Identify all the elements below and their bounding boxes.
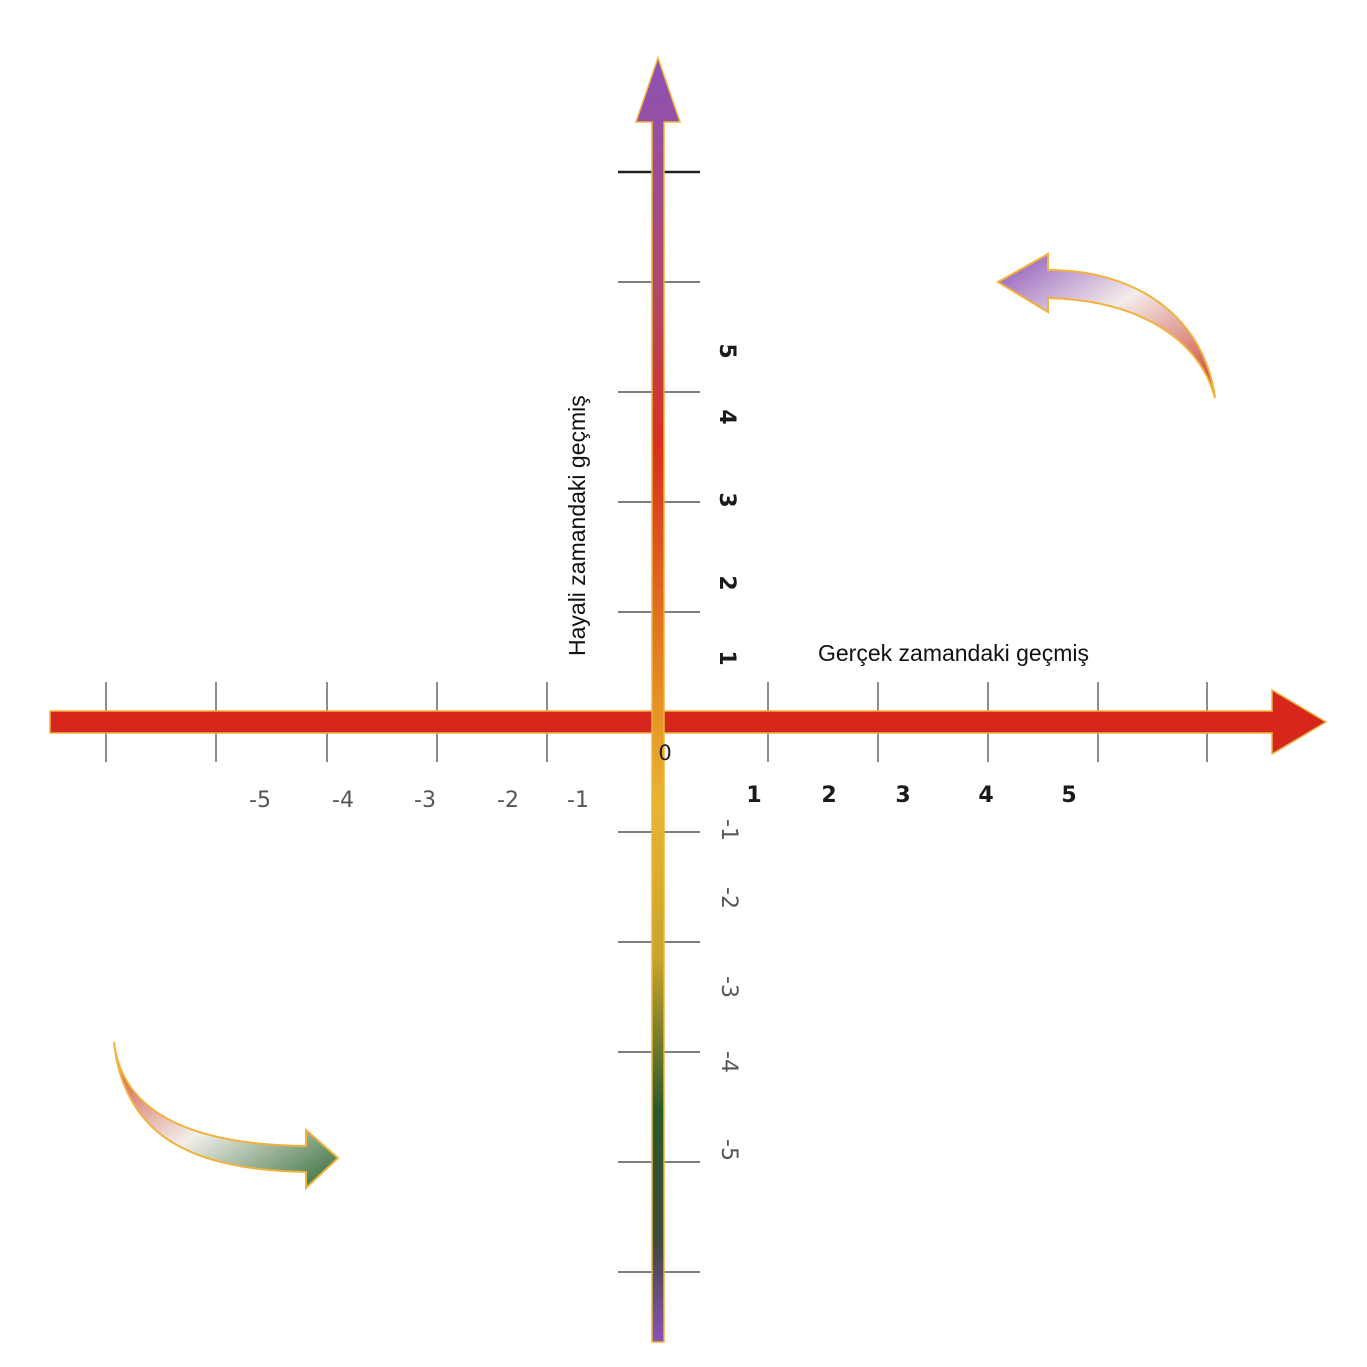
y-positive-labels: 1 2 3 4 5 [714,343,739,665]
curved-arrow-top-icon [996,252,1216,399]
x-negative-labels: -5 -4 -3 -2 -1 [249,788,589,813]
y-tick-label-2: 2 [714,575,739,590]
x-positive-labels: 1 2 3 4 5 [746,783,1076,808]
real-axis-caption: Gerçek zamandaki geçmiş [818,640,1089,666]
x-tick-label-2: 2 [821,783,836,808]
x-tick-label-neg5: -5 [249,788,271,813]
real-axis-arrow [49,688,1328,756]
y-tick-label-neg3: -3 [716,976,741,998]
y-tick-label-neg2: -2 [716,887,741,909]
y-tick-label-5: 5 [714,343,739,358]
origin-label: 0 [658,741,671,765]
x-tick-label-neg3: -3 [414,788,436,813]
curved-arrow-bottom-icon [113,1041,340,1191]
x-tick-label-neg4: -4 [332,788,354,813]
y-tick-label-neg4: -4 [716,1051,741,1073]
x-tick-label-4: 4 [978,783,993,808]
x-tick-label-3: 3 [895,783,910,808]
x-tick-label-neg2: -2 [497,788,519,813]
x-tick-label-1: 1 [746,783,761,808]
y-tick-label-1: 1 [714,650,739,665]
y-negative-labels: -1 -2 -3 -4 -5 [716,819,741,1161]
imaginary-axis-caption: Hayali zamandaki geçmiş [564,395,590,656]
y-tick-label-neg1: -1 [716,819,741,841]
y-tick-label-neg5: -5 [716,1139,741,1161]
imaginary-axis-arrow [634,55,682,1343]
y-tick-label-4: 4 [714,409,739,424]
x-tick-label-5: 5 [1061,783,1076,808]
x-tick-label-neg1: -1 [567,788,589,813]
y-tick-label-3: 3 [714,492,739,507]
